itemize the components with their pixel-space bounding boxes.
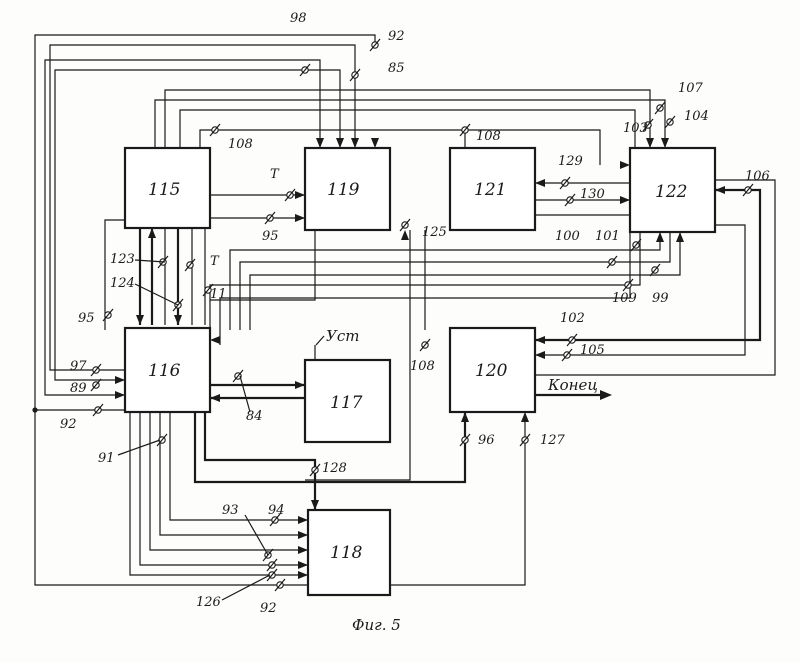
label-96: 96: [478, 433, 495, 448]
block-label-116: 116: [148, 361, 181, 381]
label-99: 99: [652, 291, 669, 306]
terminals: [91, 39, 753, 591]
konec-label: Конец: [547, 376, 598, 394]
block-label-115: 115: [148, 180, 180, 200]
label-125: 125: [422, 225, 447, 240]
label-84: 84: [246, 409, 263, 424]
label-92-top: 92: [388, 29, 405, 44]
block-label-121: 121: [474, 180, 506, 200]
label-103: 103: [623, 121, 648, 136]
block-label-122: 122: [655, 182, 687, 202]
label-123: 123: [110, 252, 135, 267]
label-104: 104: [684, 109, 709, 124]
label-107: 107: [678, 81, 704, 96]
block-label-118: 118: [330, 543, 363, 563]
label-95-mid: 95: [262, 229, 279, 244]
label-85: 85: [388, 61, 405, 76]
label-94: 94: [268, 503, 285, 518]
label-124: 124: [110, 276, 135, 291]
block-label-117: 117: [330, 393, 363, 413]
label-108-mid: 108: [410, 359, 435, 374]
label-128: 128: [322, 461, 347, 476]
label-T-top: T: [270, 167, 280, 182]
block-label-120: 120: [475, 361, 508, 381]
label-11: 11: [210, 287, 227, 302]
label-108-top: 108: [476, 129, 501, 144]
label-126: 126: [196, 595, 221, 610]
wiring-122-116: [210, 232, 680, 345]
label-129: 129: [558, 154, 583, 169]
label-93: 93: [222, 503, 239, 518]
wiring-116-117: [210, 230, 315, 398]
label-130: 130: [580, 187, 605, 202]
label-106: 106: [745, 169, 770, 184]
label-91: 91: [98, 451, 115, 466]
label-89: 89: [70, 381, 87, 396]
label-T-mid: T: [210, 254, 220, 269]
label-127: 127: [540, 433, 566, 448]
bus-115-116: [140, 228, 205, 325]
label-108-left: 108: [228, 137, 253, 152]
block-label-119: 119: [327, 180, 360, 200]
label-92-left: 92: [60, 417, 77, 432]
ust-label: Уст: [326, 327, 359, 345]
number-labels: 98 92 85 107 103 104 108 108 T 95 125 12…: [60, 11, 770, 616]
figure-caption: Фиг. 5: [352, 616, 401, 634]
label-102: 102: [560, 311, 585, 326]
outer-wiring: [32, 35, 665, 585]
label-92-bottom: 92: [260, 601, 277, 616]
label-97: 97: [70, 359, 87, 374]
label-100: 100: [555, 229, 580, 244]
label-101: 101: [595, 229, 620, 244]
label-95-left: 95: [78, 311, 95, 326]
label-109: 109: [612, 291, 637, 306]
label-98: 98: [290, 11, 307, 26]
label-105: 105: [580, 343, 605, 358]
